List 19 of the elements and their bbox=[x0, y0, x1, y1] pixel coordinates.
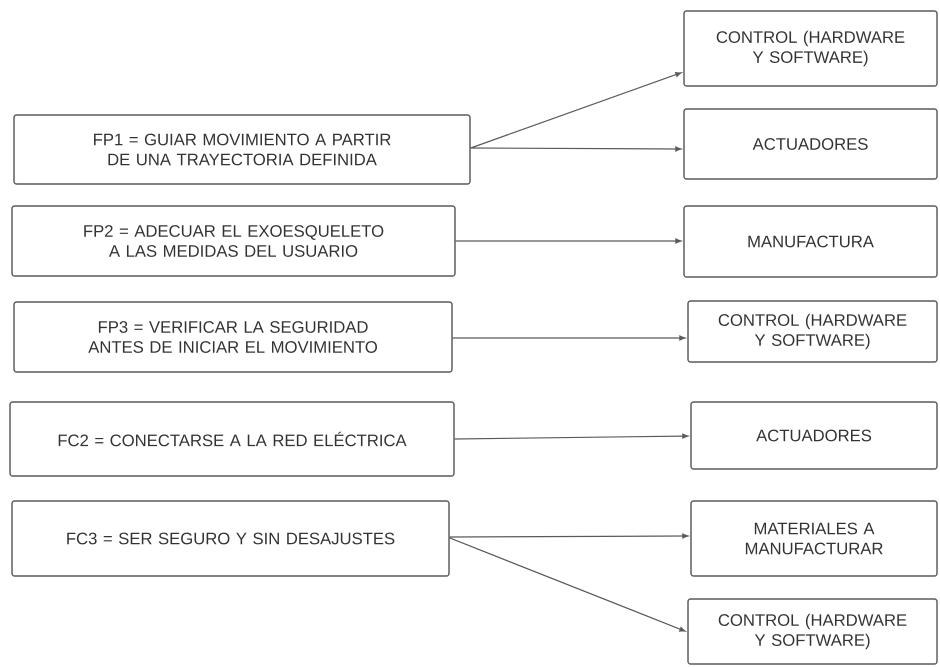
component-box: CONTROL (HARDWARE Y SOFTWARE) bbox=[687, 598, 938, 665]
function-box: FC2 = CONECTARSE A LA RED ELÉCTRICA bbox=[9, 401, 455, 477]
function-box: FP1 = GUIAR MOVIMIENTO A PARTIR DE UNA TRAYECTORIA DEFINIDA bbox=[13, 114, 471, 185]
component-box: MANUFACTURA bbox=[683, 205, 938, 278]
component-box: MATERIALES A MANUFACTURAR bbox=[690, 500, 938, 577]
arrow bbox=[452, 335, 686, 341]
arrow bbox=[450, 537, 686, 632]
arrow bbox=[470, 72, 682, 149]
function-box: FP3 = VERIFICAR LA SEGURIDAD ANTES DE INICIAR EL MOVIMIENTO bbox=[13, 301, 453, 373]
component-box: CONTROL (HARDWARE Y SOFTWARE) bbox=[683, 10, 938, 87]
arrow bbox=[450, 533, 688, 539]
component-box: CONTROL (HARDWARE Y SOFTWARE) bbox=[687, 300, 938, 363]
arrow bbox=[470, 146, 682, 152]
component-box: ACTUADORES bbox=[683, 108, 938, 180]
component-box: ACTUADORES bbox=[690, 401, 938, 470]
arrow bbox=[456, 238, 682, 244]
function-box: FC3 = SER SEGURO Y SIN DESAJUSTES bbox=[11, 500, 450, 577]
function-box: FP2 = ADECUAR EL EXOESQUELETO A LAS MEDIDAS DEL USUARIO bbox=[11, 205, 456, 277]
arrow bbox=[454, 434, 688, 440]
